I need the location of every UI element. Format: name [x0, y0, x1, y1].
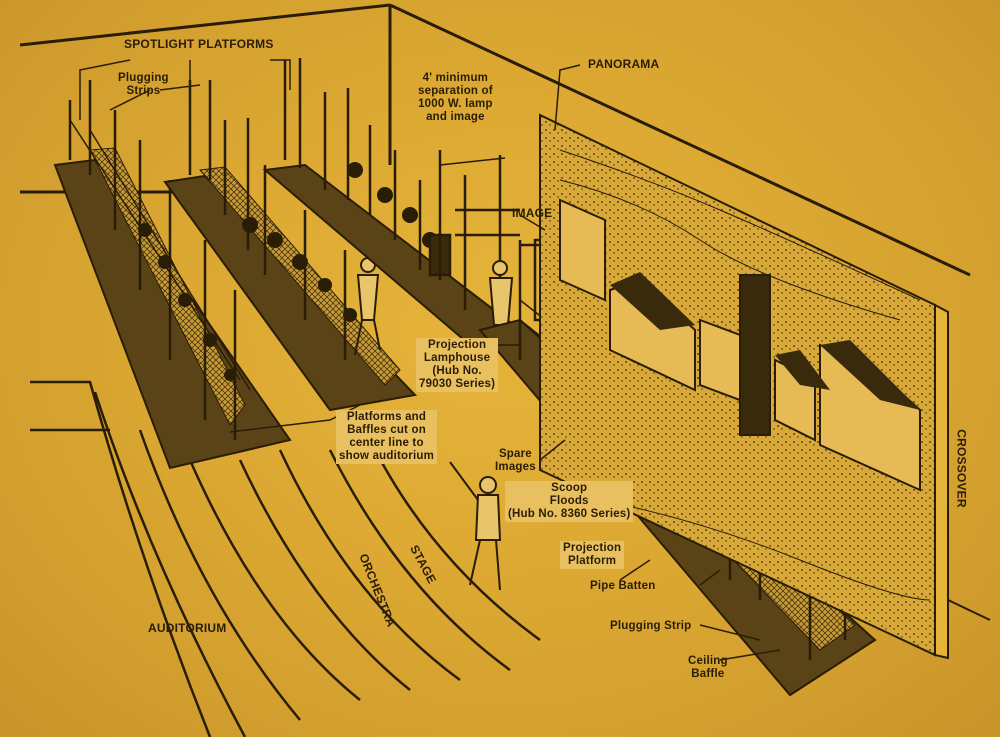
room-walls [19, 3, 971, 277]
label-scoop-floods: Scoop Floods (Hub No. 8360 Series) [505, 481, 634, 522]
label-spare-images: Spare Images [495, 448, 536, 473]
label-crossover: CROSSOVER [954, 429, 969, 508]
crossover-wall [947, 420, 991, 621]
spotlight-platform-left [53, 80, 292, 470]
label-ceiling-baffle: Ceiling Baffle [688, 655, 728, 680]
label-separation-note: 4' minimum separation of 1000 W. lamp an… [418, 72, 493, 123]
label-image: IMAGE [512, 206, 553, 220]
pointing-person-figure [449, 461, 502, 591]
panorama-wall [539, 113, 949, 660]
spotlight-platform-middle [163, 80, 418, 412]
auditorium-arcs [30, 380, 541, 737]
label-plugging-strips: Plugging Strips [118, 72, 169, 97]
label-projection-platform: Projection Platform [560, 541, 625, 569]
label-projection-lamphouse: Projection Lamphouse (Hub No. 79030 Seri… [416, 338, 499, 392]
label-auditorium: AUDITORIUM [148, 621, 227, 635]
label-spotlight-platforms: SPOTLIGHT PLATFORMS [124, 37, 274, 51]
label-platforms-baffles: Platforms and Baffles cut on center line… [336, 410, 437, 464]
label-plugging-strip: Plugging Strip [610, 620, 692, 632]
label-panorama: PANORAMA [588, 57, 660, 71]
label-pipe-batten: Pipe Batten [590, 580, 656, 592]
